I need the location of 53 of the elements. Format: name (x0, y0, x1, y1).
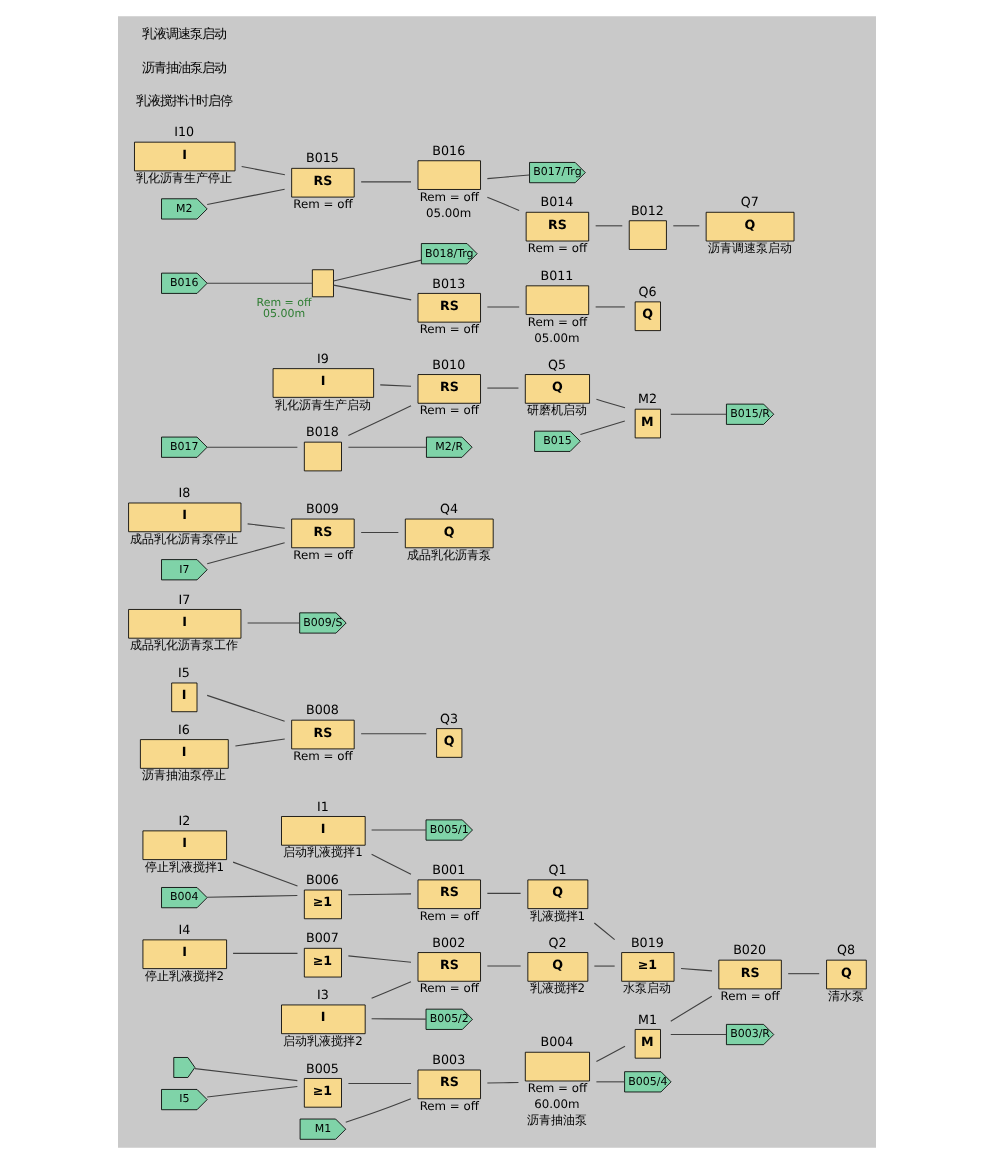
connector (594, 398, 625, 409)
connector (370, 1018, 426, 1020)
connector (592, 922, 615, 941)
connector (485, 1081, 518, 1084)
connector (205, 282, 312, 284)
connector (594, 306, 625, 308)
connector (669, 1033, 726, 1036)
connector (370, 981, 411, 999)
connector (485, 387, 518, 389)
connector (231, 861, 298, 887)
connector (205, 188, 285, 206)
connector (485, 892, 521, 894)
connector (346, 893, 411, 896)
connector (578, 420, 625, 436)
connector (246, 622, 299, 624)
connector (231, 952, 298, 954)
connector (205, 1085, 297, 1098)
connector (240, 165, 285, 176)
connector (485, 196, 519, 211)
connector (594, 225, 622, 227)
connector (205, 542, 285, 565)
connector (205, 446, 297, 448)
connector (786, 973, 819, 975)
connector (679, 967, 712, 972)
connector (233, 738, 285, 747)
connector (246, 523, 285, 529)
connector (332, 284, 411, 301)
connector (671, 225, 699, 227)
connector (669, 413, 726, 415)
connector (359, 532, 398, 534)
connector (332, 259, 421, 282)
node-box (310, 269, 333, 298)
node-flag (172, 1057, 195, 1078)
connector (485, 965, 521, 967)
connector (594, 1081, 625, 1083)
connector (594, 1045, 625, 1063)
connector (485, 306, 519, 308)
connector (193, 1068, 297, 1082)
connector (344, 1098, 411, 1123)
connector (370, 853, 411, 875)
connector (592, 965, 615, 967)
connector (378, 384, 411, 387)
connector (346, 1083, 411, 1085)
connector (205, 694, 285, 722)
connector (359, 733, 426, 735)
connector (346, 955, 411, 963)
connector (205, 895, 297, 898)
connector (346, 405, 411, 437)
connector (370, 829, 426, 831)
connector (359, 181, 411, 183)
connector (346, 446, 426, 448)
connector (485, 174, 529, 180)
connector (669, 995, 712, 1022)
